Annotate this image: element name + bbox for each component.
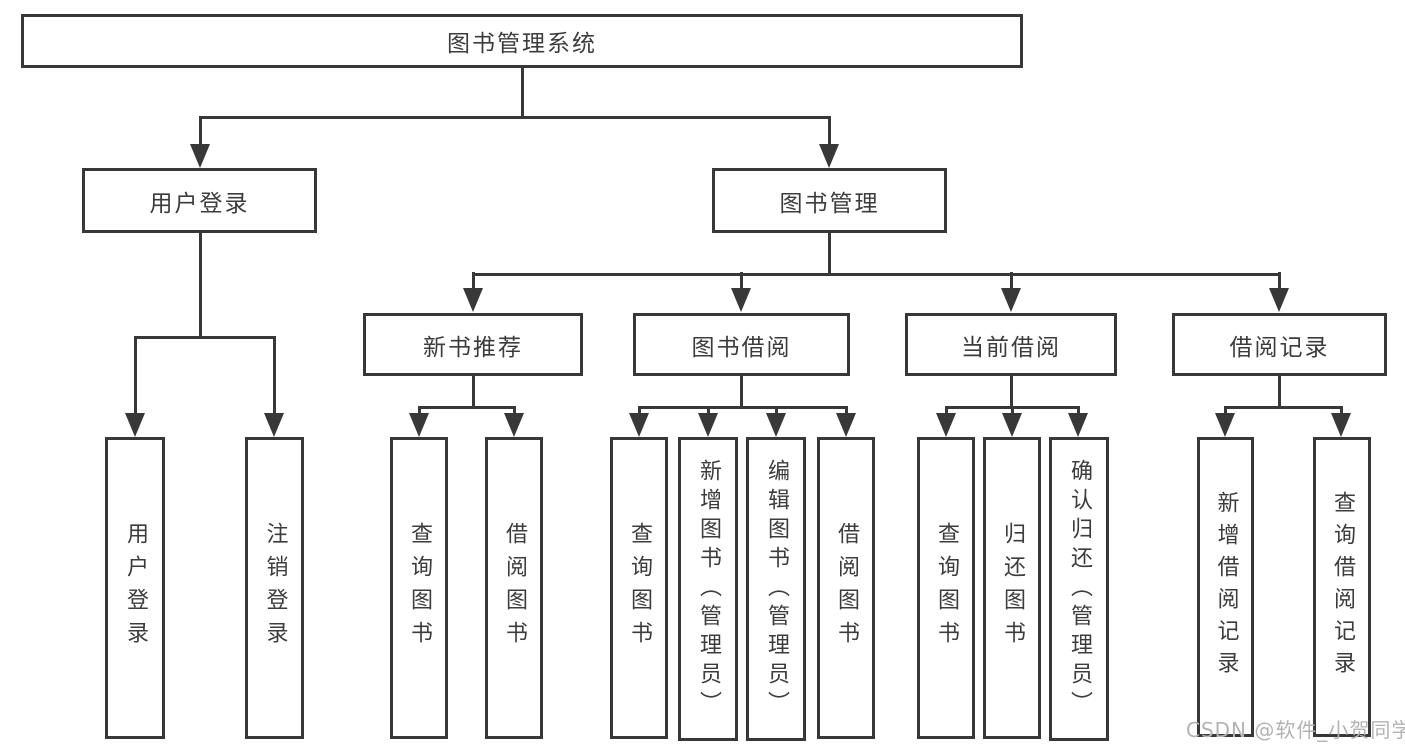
node-label: 用户登录 (149, 190, 250, 217)
connector-line-vertical (1010, 376, 1013, 409)
connector-line-vertical (1278, 376, 1281, 409)
node-label: 新书推荐 (423, 334, 523, 361)
node-label: 图书借阅 (691, 334, 792, 361)
node-label: 当前借阅 (961, 334, 1061, 361)
node-new-book-recommendation: 新书推荐 (363, 313, 583, 376)
arrowhead-down-icon (1215, 413, 1235, 437)
leaf-user-login: 用户登录 (105, 437, 165, 739)
arrowhead-down-icon (264, 413, 284, 437)
leaf-add-books-admin: 新增图书（管理员） (678, 437, 738, 741)
connector-line-horizontal (1224, 406, 1343, 409)
connector-line-vertical (199, 233, 202, 338)
connector-line-vertical (828, 232, 831, 275)
arrowhead-down-icon (731, 288, 751, 312)
node-label: 查询图书 (934, 522, 959, 654)
connector-line-vertical (775, 406, 778, 416)
leaf-borrow-books-recommend: 借阅图书 (485, 437, 543, 739)
arrowhead-down-icon (819, 144, 839, 168)
node-library-management-system: 图书管理系统 (21, 14, 1023, 68)
connector-line-horizontal (945, 406, 1080, 409)
node-book-borrowing: 图书借阅 (633, 313, 850, 376)
connector-line-vertical (707, 406, 710, 416)
node-label: 注销登录 (262, 522, 288, 654)
node-label: 新增借阅记录 (1213, 491, 1239, 683)
node-user-login: 用户登录 (82, 168, 317, 233)
connector-line-vertical (1077, 406, 1080, 416)
connector-line-horizontal (638, 406, 848, 409)
node-label: 查询借阅记录 (1330, 491, 1355, 683)
connector-line-vertical (945, 406, 948, 416)
leaf-query-borrow-record: 查询借阅记录 (1313, 437, 1371, 737)
node-label: 借阅图书 (502, 522, 527, 654)
connector-line-vertical (1278, 272, 1281, 291)
node-label: 新增图书（管理员） (696, 458, 721, 720)
connector-line-vertical (273, 336, 276, 416)
node-label: 查询图书 (407, 522, 432, 654)
node-label: 用户登录 (123, 522, 148, 654)
node-label: 查询图书 (627, 522, 652, 654)
node-label: 图书管理系统 (447, 31, 597, 57)
connector-line-vertical (740, 376, 743, 409)
arrowhead-down-icon (836, 413, 856, 437)
node-borrowing-records: 借阅记录 (1172, 313, 1387, 376)
leaf-logout: 注销登录 (245, 437, 304, 739)
node-label: 归还图书 (1000, 522, 1025, 654)
arrowhead-down-icon (125, 413, 145, 437)
connector-line-vertical (1011, 406, 1014, 416)
connector-line-vertical (638, 406, 641, 416)
node-label: 借阅记录 (1229, 334, 1330, 361)
arrowhead-down-icon (1269, 288, 1289, 312)
arrowhead-down-icon (409, 413, 429, 437)
connector-line-vertical (521, 68, 524, 118)
arrowhead-down-icon (1001, 288, 1021, 312)
connector-line-horizontal (472, 273, 1281, 276)
connector-line-vertical (418, 406, 421, 416)
leaf-query-books-borrow: 查询图书 (610, 437, 668, 739)
arrowhead-down-icon (190, 144, 210, 168)
arrowhead-down-icon (629, 413, 649, 437)
arrowhead-down-icon (698, 413, 718, 437)
connector-line-vertical (199, 116, 202, 149)
connector-line-horizontal (134, 336, 276, 339)
arrowhead-down-icon (766, 413, 786, 437)
connector-line-vertical (740, 272, 743, 291)
leaf-confirm-return-admin: 确认归还（管理员） (1049, 437, 1109, 741)
connector-line-vertical (1224, 406, 1227, 416)
arrowhead-down-icon (936, 413, 956, 437)
leaf-borrow-books: 借阅图书 (817, 437, 875, 739)
watermark: CSDN @软件_小贺同学 (1186, 718, 1405, 742)
connector-line-vertical (1010, 272, 1013, 291)
arrowhead-down-icon (504, 413, 524, 437)
connector-line-vertical (845, 406, 848, 416)
arrowhead-down-icon (463, 288, 483, 312)
node-label: 编辑图书（管理员） (764, 458, 789, 720)
connector-line-horizontal (199, 116, 831, 119)
leaf-return-books: 归还图书 (983, 437, 1041, 739)
arrowhead-down-icon (1068, 413, 1088, 437)
leaf-edit-books-admin: 编辑图书（管理员） (746, 437, 806, 741)
leaf-query-books-current: 查询图书 (917, 437, 975, 739)
connector-line-vertical (513, 406, 516, 416)
node-label: 确认归还（管理员） (1067, 458, 1092, 720)
leaf-add-borrow-record: 新增借阅记录 (1197, 437, 1254, 737)
connector-line-vertical (1340, 406, 1343, 416)
connector-line-vertical (472, 376, 475, 409)
node-label: 借阅图书 (834, 522, 859, 654)
connector-line-vertical (134, 336, 137, 416)
node-label: 图书管理 (779, 190, 880, 217)
leaf-query-books-recommend: 查询图书 (390, 437, 448, 739)
connector-line-vertical (472, 272, 475, 291)
node-current-borrowing: 当前借阅 (905, 313, 1117, 376)
arrowhead-down-icon (1331, 413, 1351, 437)
arrowhead-down-icon (1002, 413, 1022, 437)
node-book-management: 图书管理 (712, 168, 947, 233)
connector-line-vertical (828, 116, 831, 149)
connector-line-horizontal (418, 406, 516, 409)
